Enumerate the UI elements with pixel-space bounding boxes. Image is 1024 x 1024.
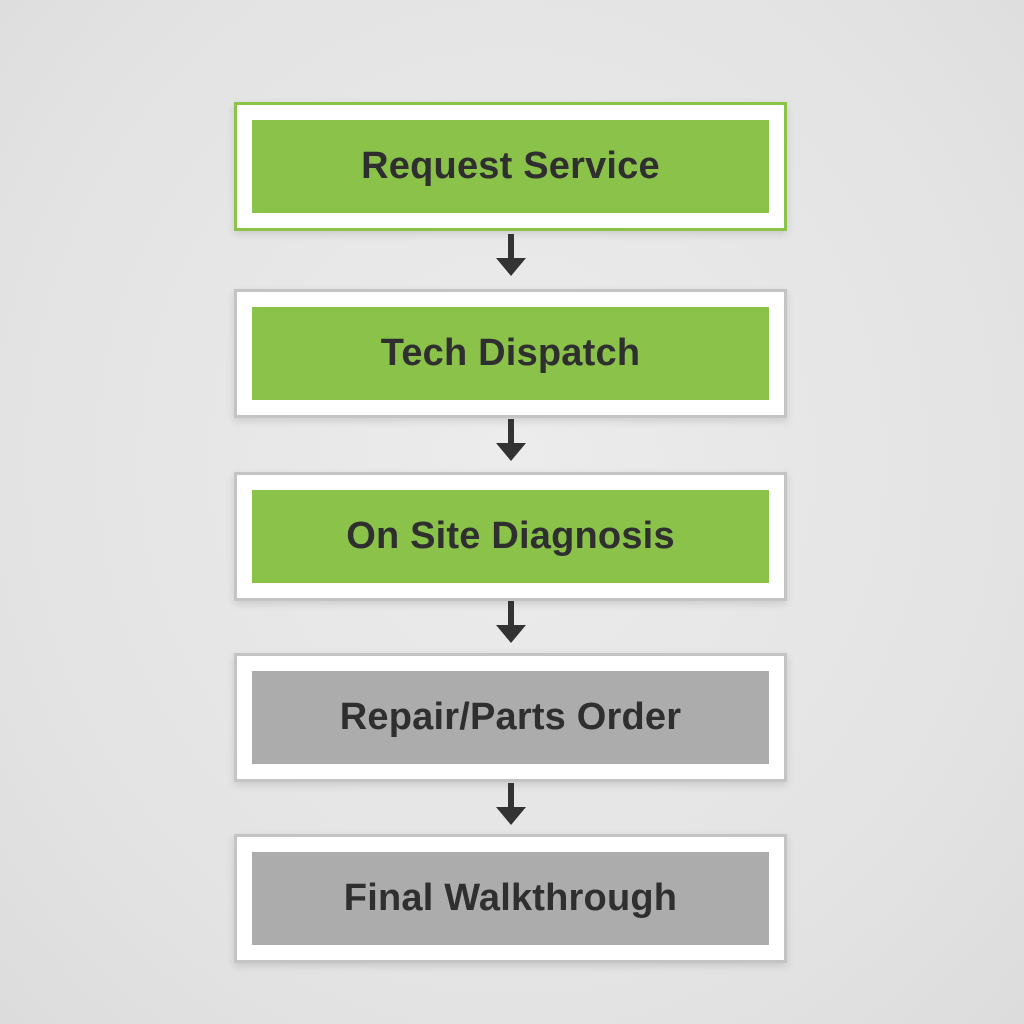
step-on-site-diagnosis: On Site Diagnosis xyxy=(234,472,787,601)
step-fill: Final Walkthrough xyxy=(252,852,769,945)
step-fill: Repair/Parts Order xyxy=(252,671,769,764)
arrow-down-icon xyxy=(496,783,526,825)
step-fill: On Site Diagnosis xyxy=(252,490,769,583)
step-label: Request Service xyxy=(361,145,660,187)
step-label: On Site Diagnosis xyxy=(346,515,675,557)
step-fill: Request Service xyxy=(252,120,769,213)
step-fill: Tech Dispatch xyxy=(252,307,769,400)
arrow-down-icon xyxy=(496,601,526,643)
step-request-service: Request Service xyxy=(234,102,787,231)
step-label: Final Walkthrough xyxy=(343,877,678,919)
arrow-down-icon xyxy=(496,419,526,461)
step-label: Tech Dispatch xyxy=(380,332,641,374)
step-final-walkthrough: Final Walkthrough xyxy=(234,834,787,963)
step-label: Repair/Parts Order xyxy=(339,696,682,738)
step-tech-dispatch: Tech Dispatch xyxy=(234,289,787,418)
step-repair-parts-order: Repair/Parts Order xyxy=(234,653,787,782)
arrow-down-icon xyxy=(496,234,526,276)
